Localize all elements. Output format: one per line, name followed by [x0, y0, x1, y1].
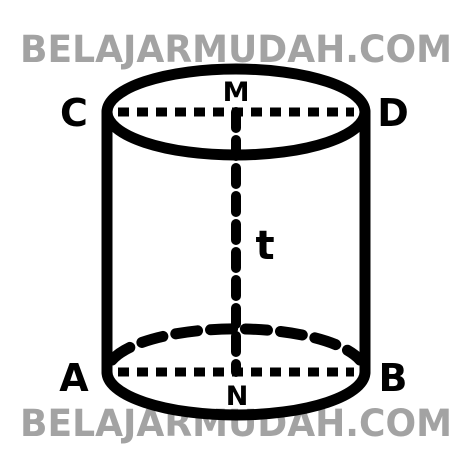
label-n: N: [226, 381, 249, 412]
label-a: A: [59, 356, 89, 400]
bottom-ellipse-front: [101, 366, 371, 421]
label-d: D: [377, 91, 409, 135]
watermark-bottom: BELAJARMUDAH.COM: [20, 402, 452, 445]
label-b: B: [379, 356, 408, 400]
cylinder-shape: [101, 63, 371, 421]
label-c: C: [60, 91, 88, 135]
label-m: M: [223, 77, 250, 108]
label-height-t: t: [255, 223, 274, 269]
